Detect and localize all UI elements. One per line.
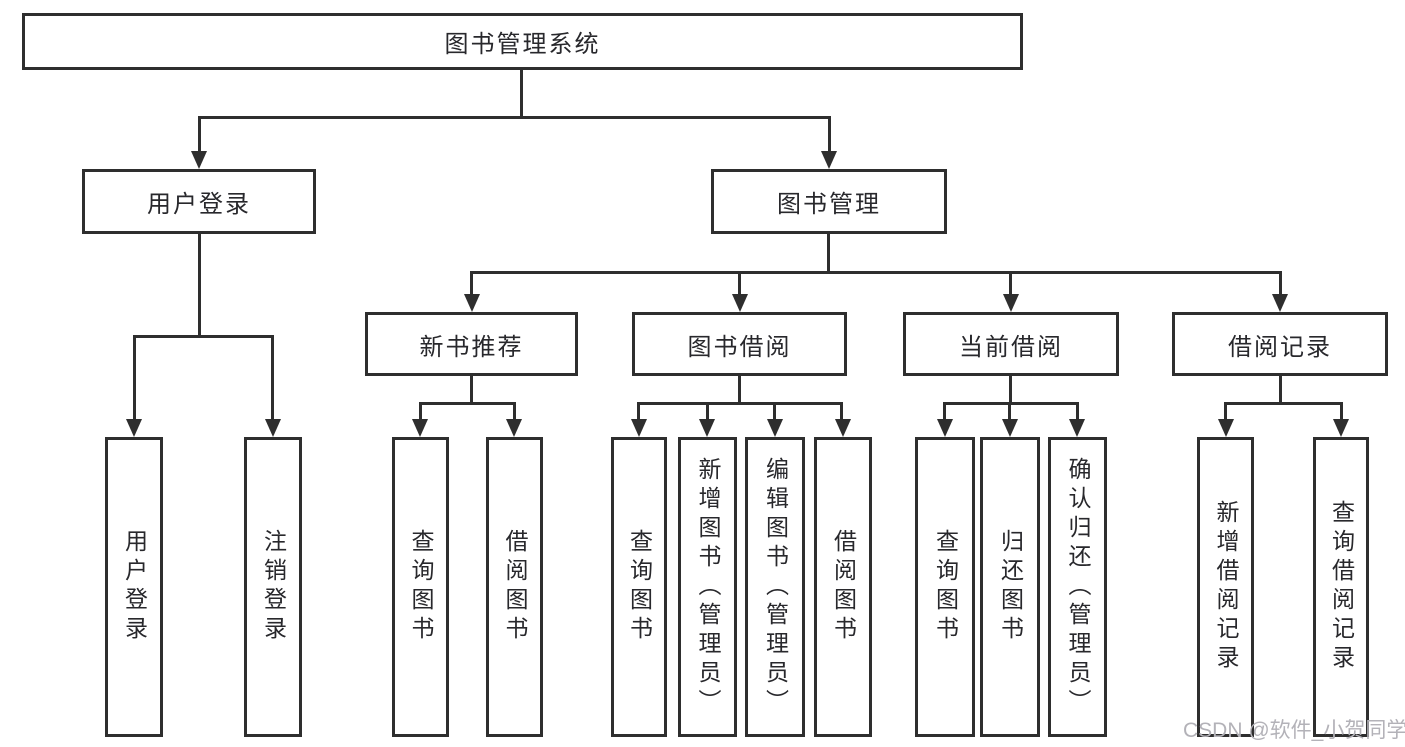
node-current-borrow: 当前借阅 — [903, 312, 1119, 376]
leaf-confirm-return-admin: 确认归还（管理员） — [1048, 437, 1107, 737]
arrowhead-icon — [767, 419, 783, 437]
leaf-rec-query-books: 查询图书 — [392, 437, 449, 737]
connector-line — [706, 402, 709, 421]
arrowhead-icon — [1003, 294, 1019, 312]
connector-line — [133, 335, 274, 338]
arrowhead-icon — [1069, 419, 1085, 437]
arrowhead-icon — [631, 419, 647, 437]
node-borrow-records: 借阅记录 — [1172, 312, 1388, 376]
node-current-borrow-label: 当前借阅 — [959, 333, 1063, 361]
leaf-logout: 注销登录 — [244, 437, 302, 737]
leaf-edit-books-admin-label: 编辑图书（管理员） — [762, 456, 789, 718]
connector-line — [773, 402, 776, 421]
node-root-label: 图书管理系统 — [444, 31, 601, 58]
arrowhead-icon — [412, 419, 428, 437]
connector-line — [1008, 402, 1011, 421]
leaf-rec-query-books-label: 查询图书 — [408, 529, 434, 645]
leaf-add-books-admin-label: 新增图书（管理员） — [695, 456, 721, 718]
arrowhead-icon — [821, 151, 837, 169]
leaf-current-query-books: 查询图书 — [915, 437, 975, 737]
leaf-confirm-return-admin-label: 确认归还（管理员） — [1065, 456, 1091, 718]
node-new-book-recommend-label: 新书推荐 — [419, 333, 524, 361]
connector-line — [943, 402, 946, 421]
leaf-user-login: 用户登录 — [105, 437, 163, 737]
node-root: 图书管理系统 — [22, 13, 1023, 70]
arrowhead-icon — [732, 294, 748, 312]
connector-line — [470, 271, 473, 296]
node-user-login-label: 用户登录 — [147, 191, 251, 218]
connector-line — [1076, 402, 1079, 421]
leaf-borrow-query-books: 查询图书 — [611, 437, 667, 737]
connector-line — [1279, 271, 1282, 296]
connector-line — [133, 335, 136, 421]
connector-line — [827, 232, 830, 273]
node-borrow-records-label: 借阅记录 — [1228, 333, 1332, 361]
connector-line — [637, 402, 843, 405]
leaf-add-books-admin: 新增图书（管理员） — [678, 437, 737, 737]
arrowhead-icon — [265, 419, 281, 437]
connector-line — [1224, 402, 1227, 421]
leaf-rec-borrow-books: 借阅图书 — [486, 437, 543, 737]
arrowhead-icon — [464, 294, 480, 312]
connector-line — [738, 375, 741, 404]
arrowhead-icon — [1272, 294, 1288, 312]
connector-line — [943, 402, 1079, 405]
connector-line — [419, 402, 516, 405]
connector-line — [198, 116, 201, 153]
connector-line — [1224, 402, 1343, 405]
connector-line — [840, 402, 843, 421]
leaf-borrow-query-books-label: 查询图书 — [626, 529, 653, 645]
arrowhead-icon — [1333, 419, 1349, 437]
node-book-management: 图书管理 — [711, 169, 947, 234]
arrowhead-icon — [937, 419, 953, 437]
connector-line — [520, 68, 523, 118]
node-book-borrow-label: 图书借阅 — [687, 333, 792, 361]
leaf-return-books: 归还图书 — [980, 437, 1040, 737]
node-user-login: 用户登录 — [82, 169, 316, 234]
arrowhead-icon — [1002, 419, 1018, 437]
arrowhead-icon — [835, 419, 851, 437]
connector-line — [198, 116, 831, 119]
arrowhead-icon — [699, 419, 715, 437]
connector-line — [1009, 375, 1012, 404]
connector-line — [470, 375, 473, 404]
node-new-book-recommend: 新书推荐 — [365, 312, 578, 376]
leaf-rec-borrow-books-label: 借阅图书 — [502, 529, 528, 645]
leaf-borrow-books: 借阅图书 — [814, 437, 872, 737]
connector-line — [513, 402, 516, 421]
node-book-borrow: 图书借阅 — [632, 312, 847, 376]
connector-line — [1009, 271, 1012, 296]
connector-line — [637, 402, 640, 421]
connector-line — [828, 116, 831, 153]
connector-line — [1279, 375, 1282, 404]
connector-line — [470, 271, 1282, 274]
arrowhead-icon — [1218, 419, 1234, 437]
leaf-add-borrow-record-label: 新增借阅记录 — [1213, 500, 1239, 674]
connector-line — [198, 232, 201, 337]
leaf-logout-label: 注销登录 — [260, 529, 287, 645]
node-book-management-label: 图书管理 — [777, 191, 881, 218]
connector-line — [738, 271, 741, 296]
leaf-borrow-books-label: 借阅图书 — [830, 529, 857, 645]
leaf-edit-books-admin: 编辑图书（管理员） — [745, 437, 805, 737]
connector-line — [271, 335, 274, 421]
leaf-query-borrow-record-label: 查询借阅记录 — [1328, 500, 1355, 674]
arrowhead-icon — [126, 419, 142, 437]
leaf-current-query-books-label: 查询图书 — [932, 529, 959, 645]
leaf-user-login-label: 用户登录 — [121, 529, 148, 645]
arrowhead-icon — [506, 419, 522, 437]
csdn-watermark: CSDN @软件_小贺同学 — [1183, 719, 1405, 742]
leaf-add-borrow-record: 新增借阅记录 — [1197, 437, 1254, 737]
connector-line — [419, 402, 422, 421]
leaf-return-books-label: 归还图书 — [997, 529, 1024, 645]
connector-line — [1340, 402, 1343, 421]
arrowhead-icon — [191, 151, 207, 169]
leaf-query-borrow-record: 查询借阅记录 — [1313, 437, 1369, 737]
